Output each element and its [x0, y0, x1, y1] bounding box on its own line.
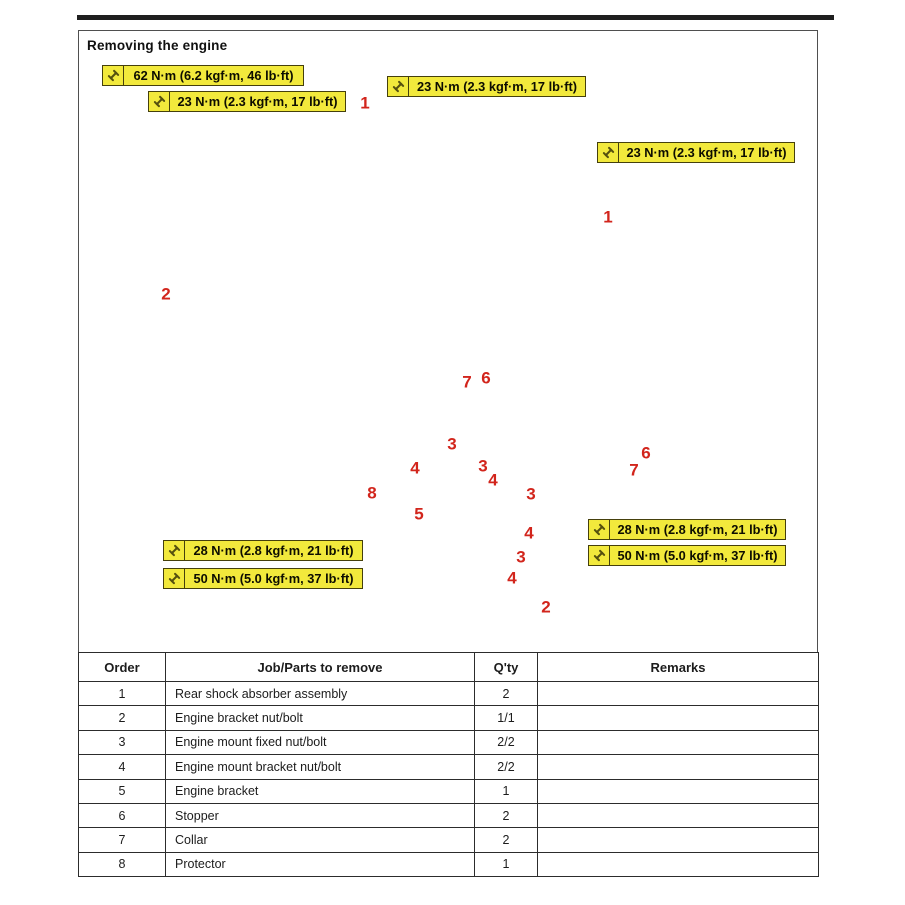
torque-value: 62 N·m (6.2 kgf·m, 46 lb·ft) [133, 68, 294, 83]
torque-spec-callout: 50 N·m (5.0 kgf·m, 37 lb·ft) [588, 545, 786, 566]
wrench-icon [164, 569, 185, 588]
cell-remarks [537, 827, 819, 853]
header-order: Order [78, 652, 166, 682]
cell-remarks [537, 680, 819, 707]
part-number-label: 6 [481, 368, 491, 388]
part-number-label: 4 [524, 523, 534, 543]
part-number-label: 7 [629, 460, 639, 480]
part-number-label: 7 [462, 372, 472, 392]
cell-order: 5 [78, 778, 166, 804]
part-number-label: 3 [526, 484, 536, 504]
wrench-icon [589, 520, 610, 539]
cell-qty: 1 [474, 851, 538, 878]
cell-qty: 2/2 [474, 754, 538, 780]
wrench-icon [103, 66, 124, 85]
part-number-label: 1 [360, 93, 370, 113]
part-number-label: 4 [488, 470, 498, 490]
cell-remarks [537, 851, 819, 878]
cell-order: 1 [78, 680, 166, 707]
header-job: Job/Parts to remove [165, 652, 475, 682]
cell-order: 3 [78, 729, 166, 756]
cell-job: Engine bracket [165, 778, 475, 804]
cell-order: 8 [78, 851, 166, 878]
part-number-label: 3 [478, 456, 488, 476]
part-number-label: 2 [161, 284, 171, 304]
cell-remarks [537, 778, 819, 804]
cell-job: Engine mount bracket nut/bolt [165, 754, 475, 780]
cell-job: Engine bracket nut/bolt [165, 705, 475, 731]
cell-job: Collar [165, 827, 475, 853]
part-number-label: 1 [603, 207, 613, 227]
cell-remarks [537, 802, 819, 829]
part-number-label: 5 [414, 504, 424, 524]
torque-value: 28 N·m (2.8 kgf·m, 21 lb·ft) [617, 522, 778, 537]
wrench-icon [388, 77, 409, 96]
torque-spec-callout: 28 N·m (2.8 kgf·m, 21 lb·ft) [163, 540, 363, 561]
cell-order: 2 [78, 705, 166, 731]
cell-qty: 2/2 [474, 729, 538, 756]
header-remarks: Remarks [537, 652, 819, 682]
cell-qty: 2 [474, 680, 538, 707]
torque-spec-callout: 28 N·m (2.8 kgf·m, 21 lb·ft) [588, 519, 786, 540]
torque-spec-callout: 50 N·m (5.0 kgf·m, 37 lb·ft) [163, 568, 363, 589]
wrench-icon [164, 541, 185, 560]
cell-job: Rear shock absorber assembly [165, 680, 475, 707]
cell-order: 6 [78, 802, 166, 829]
cell-qty: 2 [474, 802, 538, 829]
cell-qty: 1 [474, 778, 538, 804]
part-number-label: 8 [367, 483, 377, 503]
cell-qty: 2 [474, 827, 538, 853]
torque-value: 28 N·m (2.8 kgf·m, 21 lb·ft) [193, 543, 354, 558]
wrench-icon [598, 143, 619, 162]
cell-remarks [537, 754, 819, 780]
part-number-label: 4 [507, 568, 517, 588]
cell-remarks [537, 705, 819, 731]
torque-value: 50 N·m (5.0 kgf·m, 37 lb·ft) [617, 548, 778, 563]
torque-value: 23 N·m (2.3 kgf·m, 17 lb·ft) [177, 94, 338, 109]
cell-job: Stopper [165, 802, 475, 829]
cell-order: 4 [78, 754, 166, 780]
torque-value: 23 N·m (2.3 kgf·m, 17 lb·ft) [626, 145, 787, 160]
part-number-label: 3 [447, 434, 457, 454]
torque-spec-callout: 62 N·m (6.2 kgf·m, 46 lb·ft) [102, 65, 304, 86]
page-title: Removing the engine [87, 38, 228, 53]
wrench-icon [589, 546, 610, 565]
part-number-label: 3 [516, 547, 526, 567]
cell-job: Engine mount fixed nut/bolt [165, 729, 475, 756]
cell-job: Protector [165, 851, 475, 878]
torque-value: 50 N·m (5.0 kgf·m, 37 lb·ft) [193, 571, 354, 586]
wrench-icon [149, 92, 170, 111]
part-number-label: 4 [410, 458, 420, 478]
part-number-label: 6 [641, 443, 651, 463]
page-top-rule [77, 15, 834, 20]
torque-spec-callout: 23 N·m (2.3 kgf·m, 17 lb·ft) [148, 91, 346, 112]
parts-table: Order Job/Parts to remove Q'ty Remarks 1… [78, 652, 819, 878]
cell-remarks [537, 729, 819, 756]
torque-value: 23 N·m (2.3 kgf·m, 17 lb·ft) [417, 79, 577, 94]
table-header-row: Order Job/Parts to remove Q'ty Remarks [78, 652, 819, 682]
part-number-label: 2 [541, 597, 551, 617]
cell-order: 7 [78, 827, 166, 853]
torque-spec-callout: 23 N·m (2.3 kgf·m, 17 lb·ft) [597, 142, 795, 163]
torque-spec-callout: 23 N·m (2.3 kgf·m, 17 lb·ft) [387, 76, 586, 97]
cell-qty: 1/1 [474, 705, 538, 731]
header-qty: Q'ty [474, 652, 538, 682]
